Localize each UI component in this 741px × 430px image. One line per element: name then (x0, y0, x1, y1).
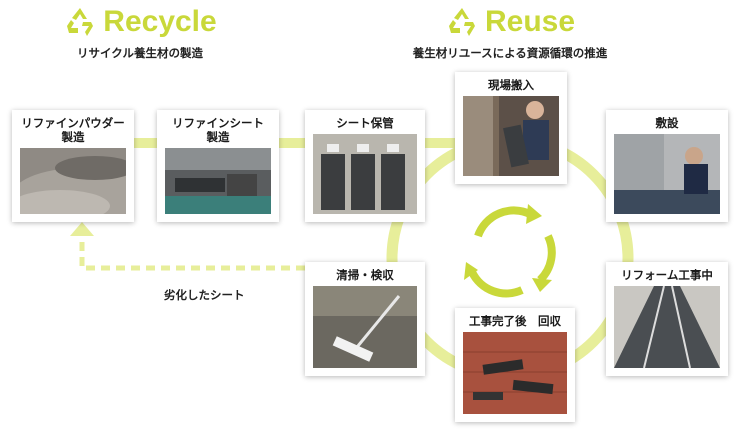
collect-photo (463, 332, 567, 414)
laying-photo (614, 134, 720, 214)
step-card-laying: 敷設 (606, 110, 728, 222)
sheet-factory-photo (165, 148, 271, 214)
cycle-arrows-icon (468, 206, 556, 298)
step-delivery-label: 現場搬入 (488, 78, 534, 92)
flow-band (110, 138, 470, 148)
step-card-collect: 工事完了後 回収 (455, 308, 575, 422)
step-sheet-label-2: 製造 (206, 130, 230, 144)
step-clean-label: 清掃・検収 (336, 268, 394, 282)
degraded-return-arrow (79, 233, 320, 271)
step-powder-label-1: リファインパウダー (21, 116, 125, 130)
recycle-title: Recycle (103, 5, 217, 38)
recycle-header: Recycle リサイクル養生材の製造 (40, 5, 240, 61)
powder-photo (20, 148, 126, 214)
degraded-sheet-label: 劣化したシート (164, 288, 245, 302)
step-reform-label: リフォーム工事中 (621, 268, 713, 282)
step-card-reform: リフォーム工事中 (606, 262, 728, 376)
degraded-arrow-head (70, 222, 94, 236)
reform-photo (614, 286, 720, 368)
recycle-icon (448, 8, 475, 36)
step-storage-label: シート保管 (336, 116, 394, 130)
delivery-photo (463, 96, 559, 176)
storage-photo (313, 134, 417, 214)
step-powder-label-2: 製造 (61, 130, 85, 144)
step-card-sheet: リファインシート 製造 (157, 110, 279, 222)
reuse-subtitle: 養生材リユースによる資源循環の推進 (412, 46, 608, 60)
step-sheet-label-1: リファインシート (172, 116, 264, 130)
reuse-title: Reuse (484, 5, 576, 38)
step-card-storage: シート保管 (305, 110, 425, 222)
reuse-header: Reuse 養生材リユースによる資源循環の推進 (400, 5, 620, 61)
recycle-subtitle: リサイクル養生材の製造 (77, 46, 203, 60)
step-card-powder: リファインパウダー 製造 (12, 110, 134, 222)
step-card-delivery: 現場搬入 (455, 72, 567, 184)
step-card-clean: 清掃・検収 (305, 262, 425, 376)
step-laying-label: 敷設 (655, 116, 679, 130)
step-collect-label: 工事完了後 回収 (469, 314, 561, 328)
clean-photo (313, 286, 417, 368)
recycle-icon (67, 8, 94, 36)
